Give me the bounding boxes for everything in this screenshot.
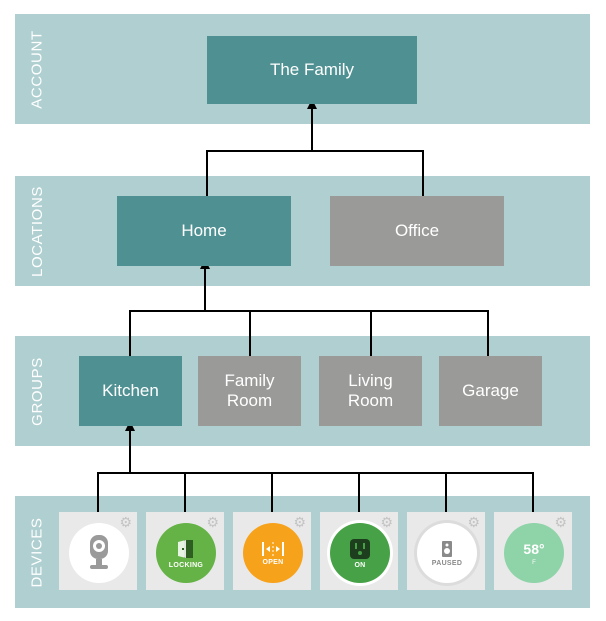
group-node-kitchen[interactable]: Kitchen bbox=[79, 356, 182, 426]
power-outlet-icon bbox=[350, 538, 370, 559]
speaker-status-label: PAUSED bbox=[431, 559, 463, 567]
outlet-status-label: ON bbox=[354, 561, 366, 569]
thermostat-unit: F bbox=[532, 559, 536, 566]
location-node-office[interactable]: Office bbox=[330, 196, 504, 266]
device-tile-garage-door[interactable]: ⚙ OPEN bbox=[233, 512, 311, 590]
door-icon bbox=[178, 539, 193, 558]
garage-door-status-label: OPEN bbox=[262, 558, 284, 566]
speaker-icon bbox=[442, 540, 452, 557]
location-node-home[interactable]: Home bbox=[117, 196, 291, 266]
gear-icon[interactable]: ⚙ bbox=[554, 514, 567, 530]
garage-door-open-icon bbox=[262, 541, 284, 556]
camera-icon bbox=[90, 535, 108, 569]
group-node-family-room[interactable]: Family Room bbox=[198, 356, 301, 426]
thermostat-status-circle: 58° F bbox=[504, 523, 564, 583]
device-tile-speaker[interactable]: ⚙ PAUSED bbox=[407, 512, 485, 590]
camera-status-circle bbox=[69, 523, 129, 583]
device-tile-camera[interactable]: ⚙ bbox=[59, 512, 137, 590]
location-home-label: Home bbox=[181, 221, 227, 240]
gear-icon[interactable]: ⚙ bbox=[380, 514, 393, 530]
group-family-room-label: Family Room bbox=[224, 371, 275, 410]
device-tile-thermostat[interactable]: ⚙ 58° F bbox=[494, 512, 572, 590]
group-node-living-room[interactable]: Living Room bbox=[319, 356, 422, 426]
speaker-status-circle: PAUSED bbox=[417, 523, 477, 583]
gear-icon[interactable]: ⚙ bbox=[206, 514, 219, 530]
device-tile-outlet[interactable]: ⚙ ON bbox=[320, 512, 398, 590]
group-living-room-label: Living Room bbox=[347, 371, 394, 410]
gear-icon[interactable]: ⚙ bbox=[293, 514, 306, 530]
device-tile-lock[interactable]: ⚙ LOCKING bbox=[146, 512, 224, 590]
thermostat-temperature: 58° bbox=[523, 540, 545, 557]
group-node-garage[interactable]: Garage bbox=[439, 356, 542, 426]
group-kitchen-label: Kitchen bbox=[102, 381, 159, 400]
garage-door-status-circle: OPEN bbox=[243, 523, 303, 583]
lock-status-circle: LOCKING bbox=[156, 523, 216, 583]
location-office-label: Office bbox=[394, 221, 440, 240]
outlet-status-circle: ON bbox=[330, 523, 390, 583]
account-node-the-family[interactable]: The Family bbox=[207, 36, 417, 104]
gear-icon[interactable]: ⚙ bbox=[119, 514, 132, 530]
account-node-label: The Family bbox=[269, 60, 355, 79]
lock-status-label: LOCKING bbox=[168, 561, 204, 569]
gear-icon[interactable]: ⚙ bbox=[467, 514, 480, 530]
group-garage-label: Garage bbox=[462, 381, 519, 400]
